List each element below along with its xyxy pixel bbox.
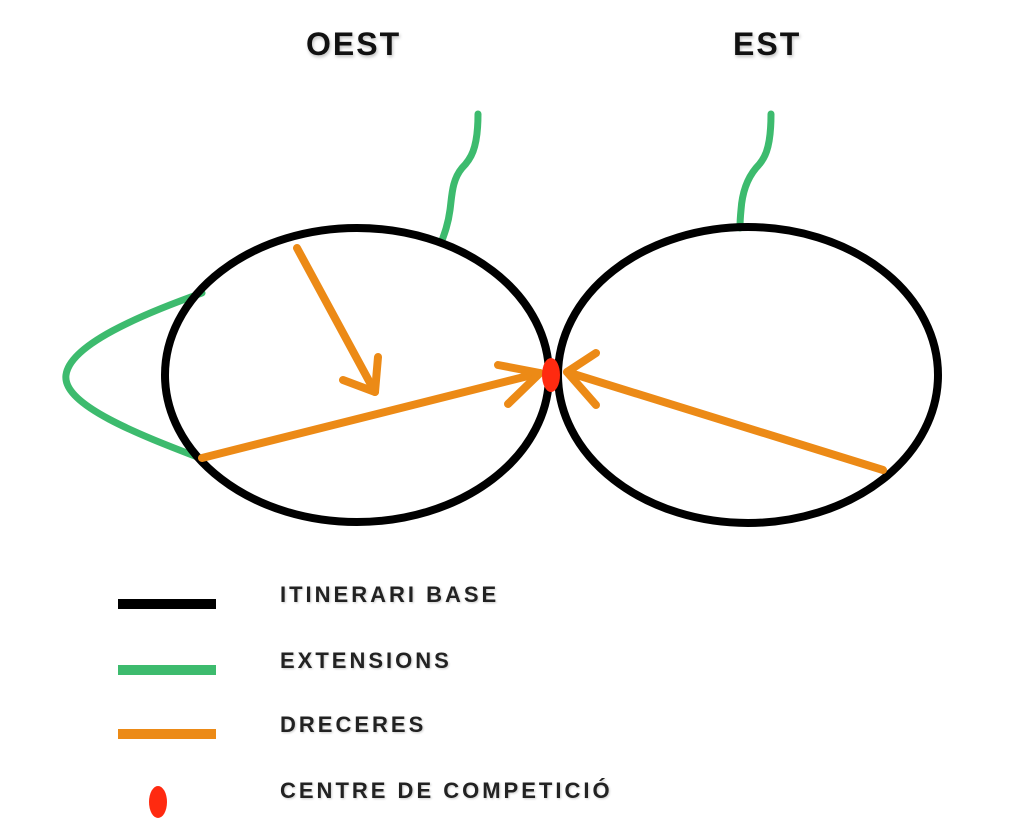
label-east: EST: [733, 26, 802, 62]
legend-label-base: ITINERARI BASE: [280, 582, 500, 607]
legend-label-shortcuts: DRECERES: [280, 712, 427, 737]
legend-label-extensions: EXTENSIONS: [280, 648, 452, 673]
route-diagram: [62, 110, 942, 527]
legend-item-center: CENTRE DE COMPETICIÓ: [0, 756, 1024, 818]
base-loop-west: [161, 224, 553, 526]
legend-label-center: CENTRE DE COMPETICIÓ: [280, 778, 613, 803]
shortcut-east: [563, 349, 887, 474]
legend-swatch-center: [149, 786, 167, 818]
legend-swatch-base: [118, 599, 216, 609]
legend-swatch-extensions: [118, 665, 216, 675]
shortcut-west-long: [198, 361, 544, 462]
extension-east-top: [736, 110, 775, 232]
label-west: OEST: [306, 26, 402, 62]
base-loop-east: [554, 223, 942, 527]
extension-west-loop: [62, 289, 206, 462]
legend: ITINERARI BASE EXTENSIONS DRECERES CENTR…: [0, 560, 1024, 840]
extension-west-top: [437, 110, 482, 247]
legend-item-extensions: EXTENSIONS: [0, 626, 1024, 686]
legend-swatch-shortcuts: [118, 729, 216, 739]
competition-center: [542, 358, 560, 392]
shortcut-west-diagonal: [293, 244, 382, 396]
legend-item-base: ITINERARI BASE: [0, 560, 1024, 620]
legend-item-shortcuts: DRECERES: [0, 690, 1024, 750]
